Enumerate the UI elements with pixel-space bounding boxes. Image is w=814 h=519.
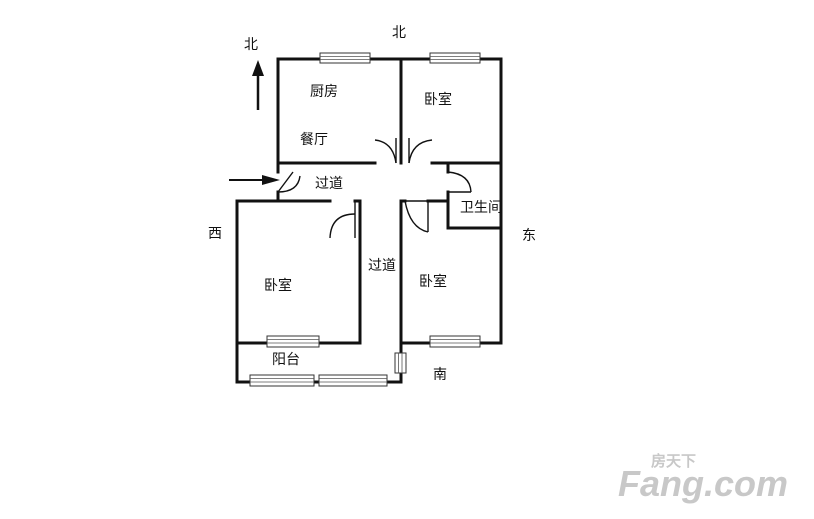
window-bedroom-west-south: [266, 335, 320, 348]
north-label: 北: [392, 24, 406, 40]
room-label-dining: 餐厅: [300, 131, 328, 147]
fang-logo: 房天下 Fang.com: [618, 452, 788, 504]
west-label: 西: [208, 225, 222, 241]
window-balcony-east: [394, 352, 407, 374]
room-label-bathroom: 卫生间: [460, 199, 502, 215]
windows: [249, 52, 481, 387]
logo-brand: Fang.com: [618, 463, 788, 504]
window-bedroom-north: [429, 52, 481, 64]
room-label-corridor-top: 过道: [315, 175, 343, 191]
door-bedroom-west: [329, 201, 356, 239]
south-label: 南: [433, 366, 447, 382]
room-label-kitchen: 厨房: [310, 83, 338, 99]
room-label-balcony: 阳台: [272, 351, 300, 367]
window-bedroom-south: [429, 335, 481, 348]
door-entrance: [277, 171, 301, 193]
logo-brand-cn: 房天下: [651, 452, 696, 470]
north-arrow-icon: [252, 60, 264, 110]
room-label-corridor-mid: 过道: [368, 257, 396, 273]
door-bathroom: [447, 171, 472, 193]
north-marker-label: 北: [244, 36, 258, 52]
door-bedroom-north: [408, 138, 433, 164]
east-label: 东: [522, 227, 536, 243]
walls: [235, 57, 503, 384]
door-bedroom-south: [404, 200, 429, 233]
room-label-bedroom-north: 卧室: [424, 91, 452, 107]
room-label-bedroom-south: 卧室: [419, 273, 447, 289]
doors: [277, 138, 472, 239]
entrance-arrow-icon: [229, 175, 280, 185]
window-kitchen-north: [319, 52, 371, 64]
window-balcony-right: [318, 374, 388, 387]
window-balcony-left: [249, 374, 315, 387]
room-label-bedroom-west: 卧室: [264, 277, 292, 293]
door-kitchen: [374, 138, 397, 164]
